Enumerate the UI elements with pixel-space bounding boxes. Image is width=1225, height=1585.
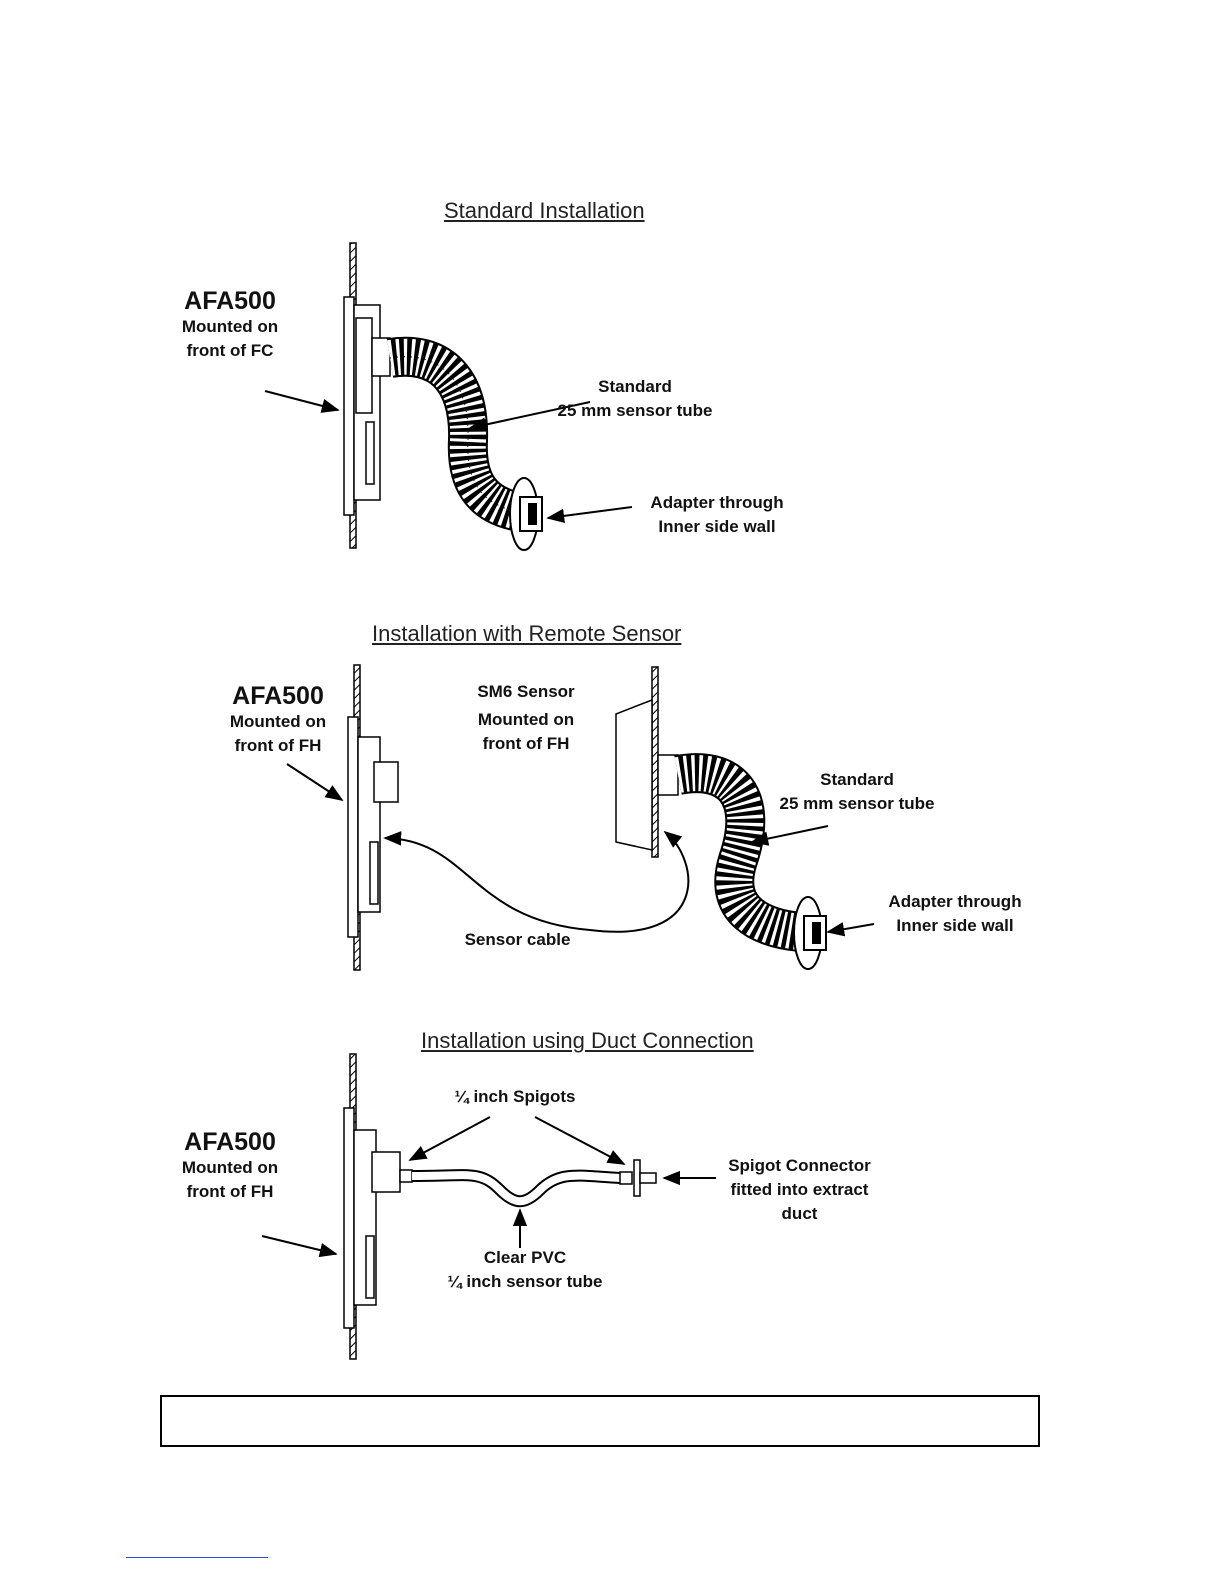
- device-mount-line2: front of FH: [186, 1182, 274, 1201]
- adapter-label-line1: Adapter through: [650, 493, 784, 512]
- sensor-port: [371, 1151, 401, 1193]
- afa500-unit: [343, 1107, 355, 1329]
- connector-label-line1: Spigot Connector: [728, 1156, 871, 1175]
- duct-connection-drawing: [261, 1053, 716, 1360]
- duct-connection-title: Installation using Duct Connection: [421, 1028, 754, 1053]
- device-mount-line1: Mounted on: [229, 712, 327, 731]
- tube-label-line2: 25 mm sensor tube: [779, 794, 935, 813]
- footer-rule: [126, 1557, 268, 1558]
- adapter-label: Adapter through Inner side wall: [870, 890, 1040, 938]
- sensor-label-line2: Mounted on: [477, 710, 575, 729]
- sm6-panel: [651, 666, 659, 858]
- spigots-label: ¼ inch Spigots: [454, 1087, 576, 1106]
- spigot-connector-label: Spigot Connector fitted into extract duc…: [712, 1154, 887, 1226]
- tube-label: Standard 25 mm sensor tube: [540, 375, 730, 423]
- connector-label-line2: fitted into extract: [730, 1180, 869, 1199]
- side-vents: [369, 841, 379, 905]
- tube-label-line2: 25 mm sensor tube: [557, 401, 713, 420]
- sensor-cable: [383, 830, 690, 933]
- tube-label-line1: Standard: [820, 770, 894, 789]
- device-label: AFA500 Mounted on front of FC: [165, 287, 295, 363]
- sm6-sensor-body: [615, 698, 653, 851]
- sensor-cable-label: Sensor cable: [464, 930, 571, 949]
- adapter-label-line2: Inner side wall: [658, 517, 776, 536]
- sensor-port: [355, 317, 373, 414]
- port-stub: [371, 337, 391, 377]
- tube-label: Standard 25 mm sensor tube: [762, 768, 952, 816]
- connector-label-line3: duct: [781, 1204, 818, 1223]
- sm6-sensor-label: SM6 Sensor Mounted on front of FH: [456, 680, 596, 756]
- afa500-unit: [347, 716, 359, 938]
- device-mount-line1: Mounted on: [181, 317, 279, 336]
- pvc-tube-label-line1: Clear PVC: [483, 1248, 567, 1267]
- device-label: AFA500 Mounted on front of FH: [213, 682, 343, 758]
- device-mount-line2: front of FH: [234, 736, 322, 755]
- sensor-label-line1: SM6 Sensor: [477, 682, 575, 701]
- tube-label-line1: Standard: [598, 377, 672, 396]
- pvc-tube-label: Clear PVC ¼ inch sensor tube: [440, 1246, 610, 1294]
- spigot-connector-stem: [639, 1172, 657, 1184]
- standard-installation-title: Standard Installation: [444, 198, 645, 223]
- device-name: AFA500: [184, 287, 276, 315]
- device-mount-line2: front of FC: [186, 341, 274, 360]
- spigot-right: [619, 1171, 633, 1185]
- adapter-label: Adapter through Inner side wall: [632, 491, 802, 539]
- standard-installation-drawing: [264, 242, 633, 551]
- device-name: AFA500: [184, 1128, 276, 1156]
- device-mount-line1: Mounted on: [181, 1158, 279, 1177]
- device-name: AFA500: [232, 682, 324, 710]
- side-vents: [365, 1235, 375, 1299]
- sm6-port: [657, 754, 679, 796]
- afa500-unit: [343, 296, 355, 516]
- pvc-tube-label-line2: ¼ inch sensor tube: [447, 1272, 603, 1291]
- remote-sensor-title: Installation with Remote Sensor: [372, 621, 682, 646]
- adapter-label-line2: Inner side wall: [896, 916, 1014, 935]
- device-label: AFA500 Mounted on front of FH: [165, 1128, 295, 1204]
- spigot-connector-flange: [633, 1159, 641, 1197]
- spigot-left: [399, 1169, 413, 1183]
- note-box: [160, 1395, 1040, 1447]
- sensor-label-line3: front of FH: [482, 734, 570, 753]
- remote-sensor-drawing: [286, 664, 875, 971]
- adapter-label-line1: Adapter through: [888, 892, 1022, 911]
- sensor-port: [373, 761, 399, 803]
- side-vents: [365, 421, 375, 485]
